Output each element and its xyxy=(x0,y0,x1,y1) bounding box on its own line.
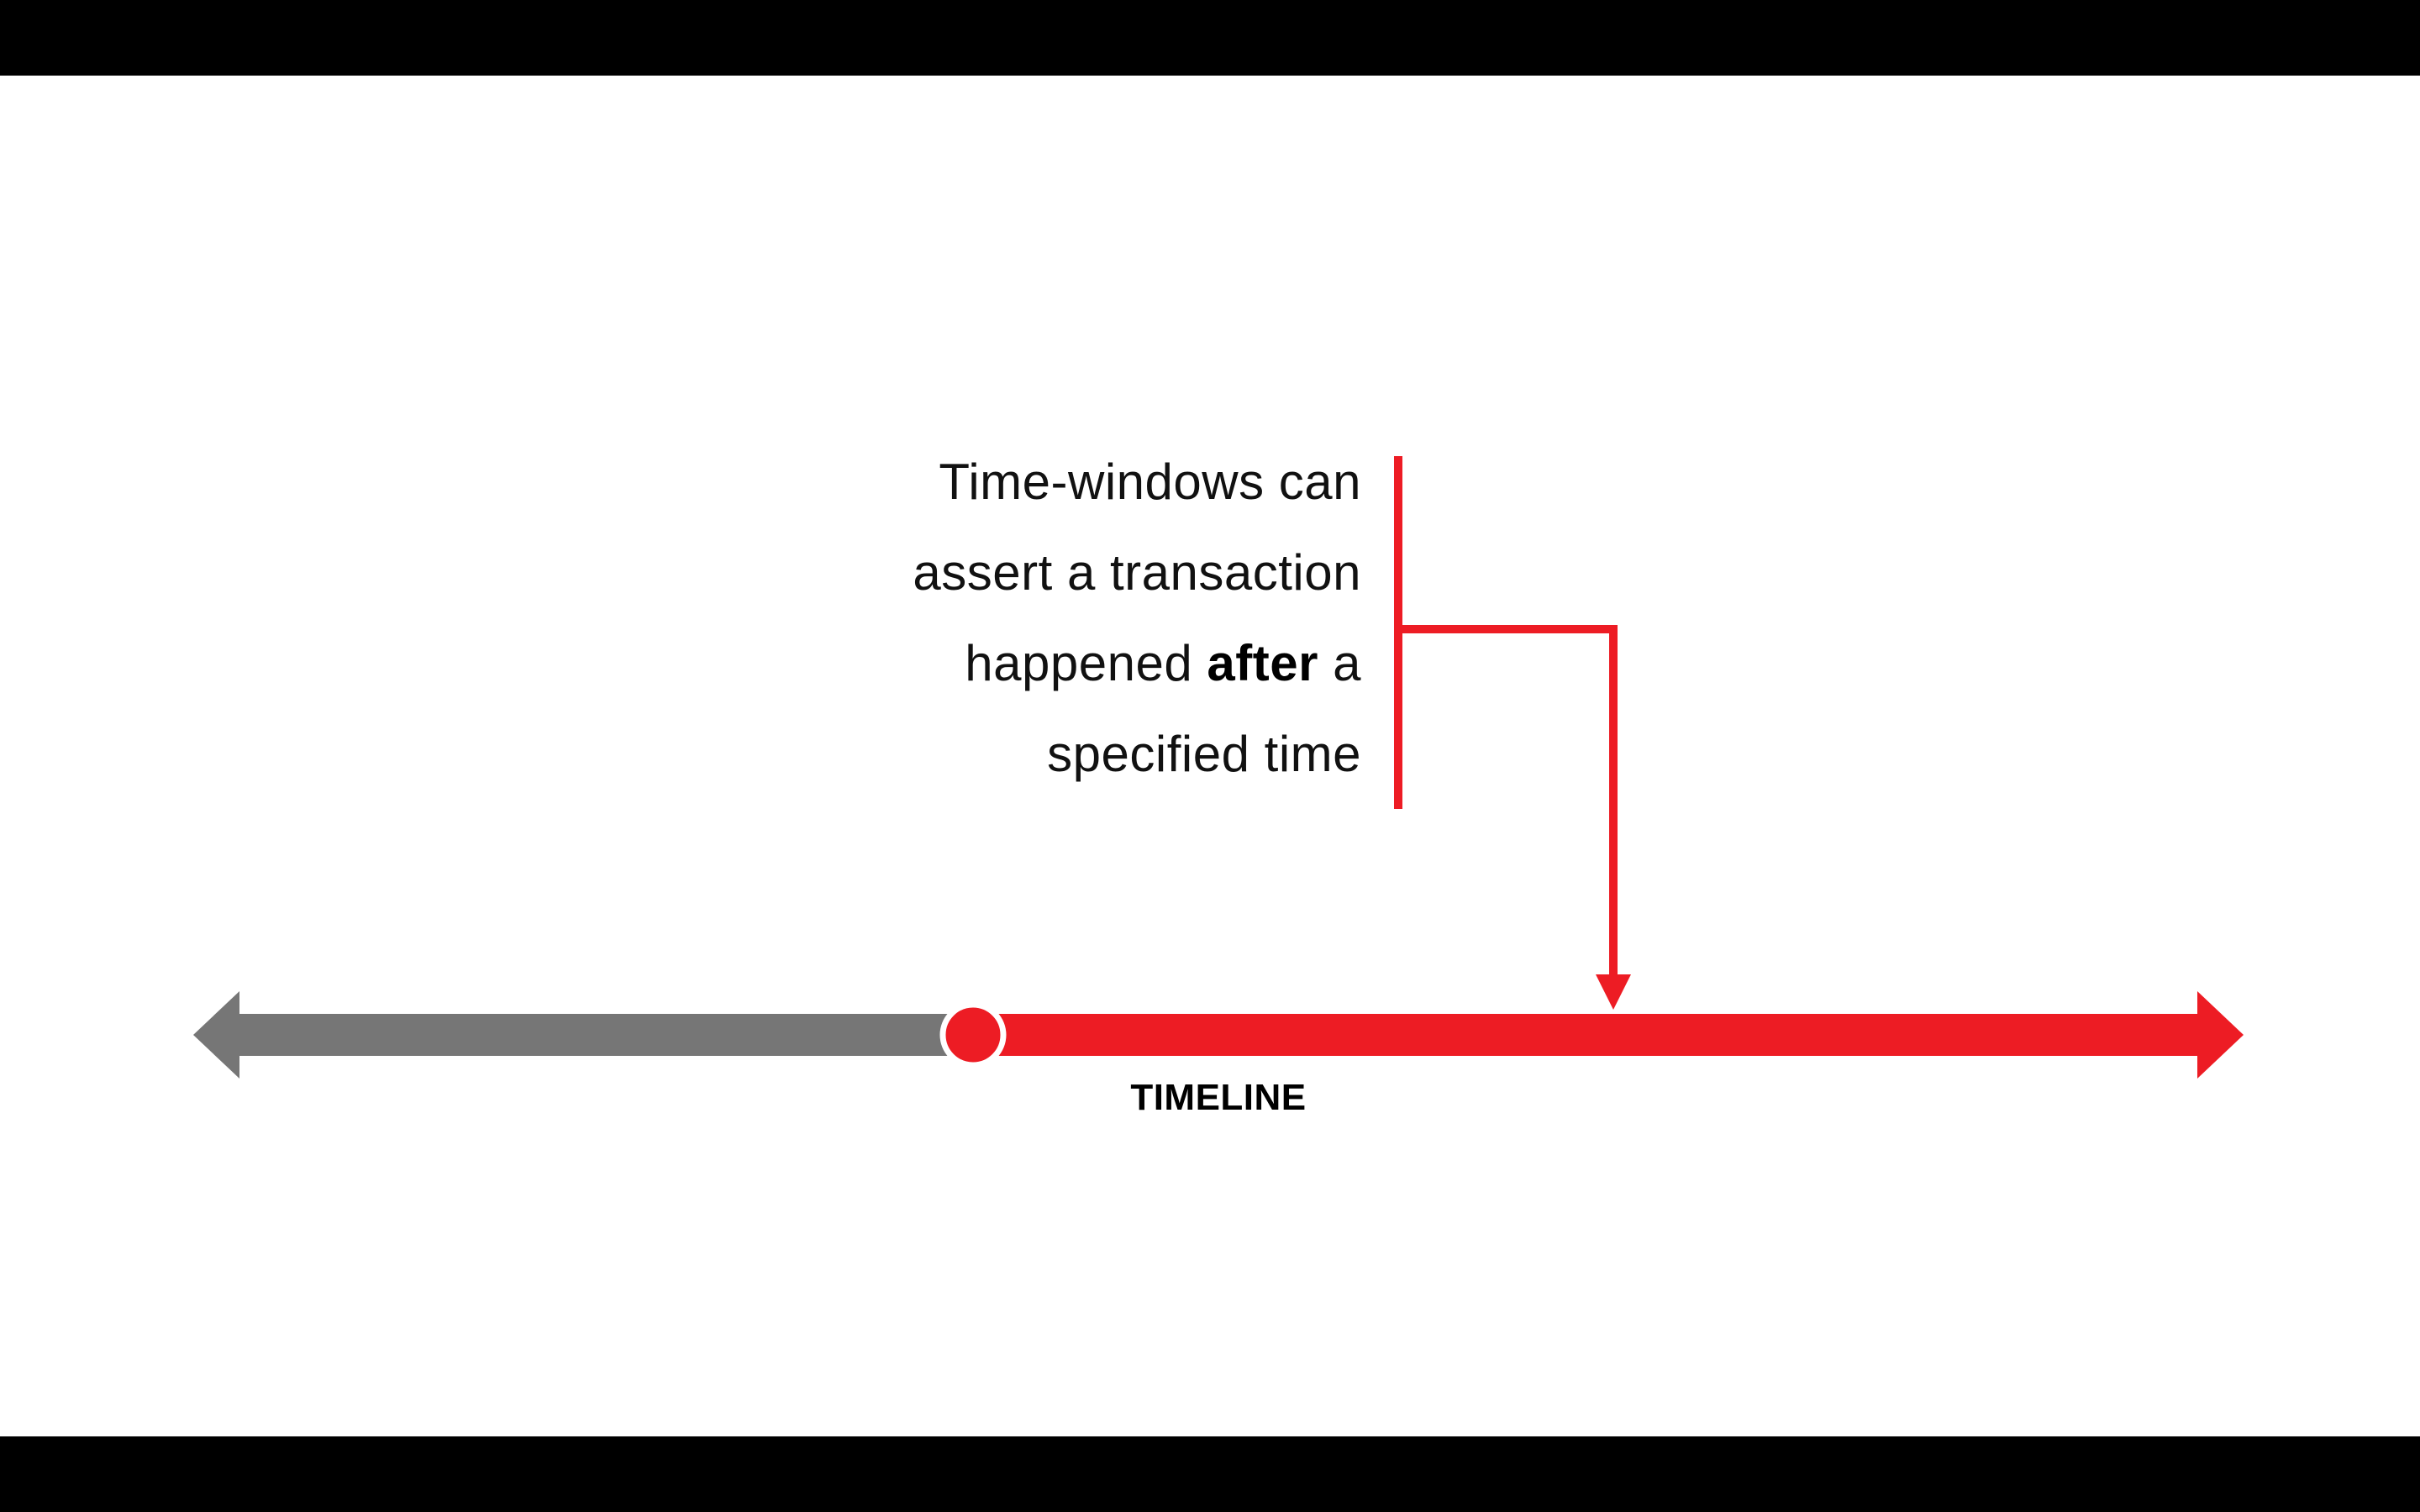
caption-line-3-pre: happened xyxy=(965,635,1193,691)
timeline-label: TIMELINE xyxy=(1130,1077,1307,1118)
caption-line-3-post: a xyxy=(1333,635,1361,691)
caption-line-2: assert a transaction xyxy=(913,544,1361,601)
past-segment-bar xyxy=(235,1014,975,1056)
specified-time-marker xyxy=(939,1001,1007,1068)
slide xyxy=(0,76,2420,1436)
caption-text: Time-windows can assert a transaction ha… xyxy=(773,437,1361,800)
past-arrowhead-icon xyxy=(193,991,239,1079)
future-arrowhead-icon xyxy=(2197,991,2244,1079)
future-segment-bar xyxy=(975,1014,2206,1056)
connector-line xyxy=(1398,625,1618,987)
caption-emphasis: after xyxy=(1207,635,1318,691)
caption-line-4: specified time xyxy=(1047,726,1361,782)
connector-arrowhead-icon xyxy=(1596,974,1631,1010)
caption-line-3: happened after a xyxy=(773,618,1361,709)
caption-line-1: Time-windows can xyxy=(939,454,1361,510)
